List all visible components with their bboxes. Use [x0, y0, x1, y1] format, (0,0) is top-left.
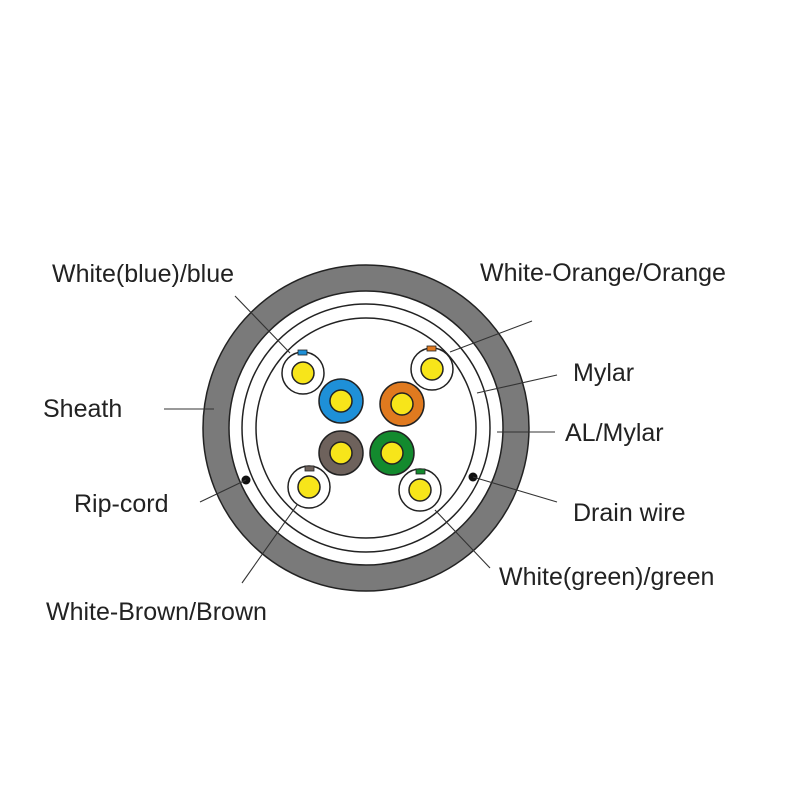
label-rip-cord: Rip-cord: [74, 490, 169, 518]
conductor-white-blue: [281, 349, 325, 395]
label-white-orange: White-Orange/Orange: [480, 259, 726, 287]
label-white-brown: White-Brown/Brown: [46, 598, 267, 626]
conductor-white-orange: [410, 345, 454, 391]
label-sheath: Sheath: [43, 395, 123, 423]
label-mylar: Mylar: [573, 359, 635, 387]
conductor-white-brown: [287, 465, 331, 509]
leader-lines: [164, 295, 558, 584]
mylar-layer: [255, 317, 477, 539]
label-al-mylar: AL/Mylar: [565, 419, 664, 447]
label-white-green: White(green)/green: [499, 563, 715, 591]
label-drain-wire: Drain wire: [573, 499, 686, 527]
conductor-blue: [318, 378, 364, 424]
al-mylar-layer: [241, 303, 491, 553]
conductor-white-green: [398, 468, 442, 512]
conductor-green: [369, 430, 415, 476]
conductor-orange: [379, 381, 425, 427]
conductor-brown: [318, 430, 364, 476]
label-white-blue: White(blue)/blue: [52, 260, 235, 288]
